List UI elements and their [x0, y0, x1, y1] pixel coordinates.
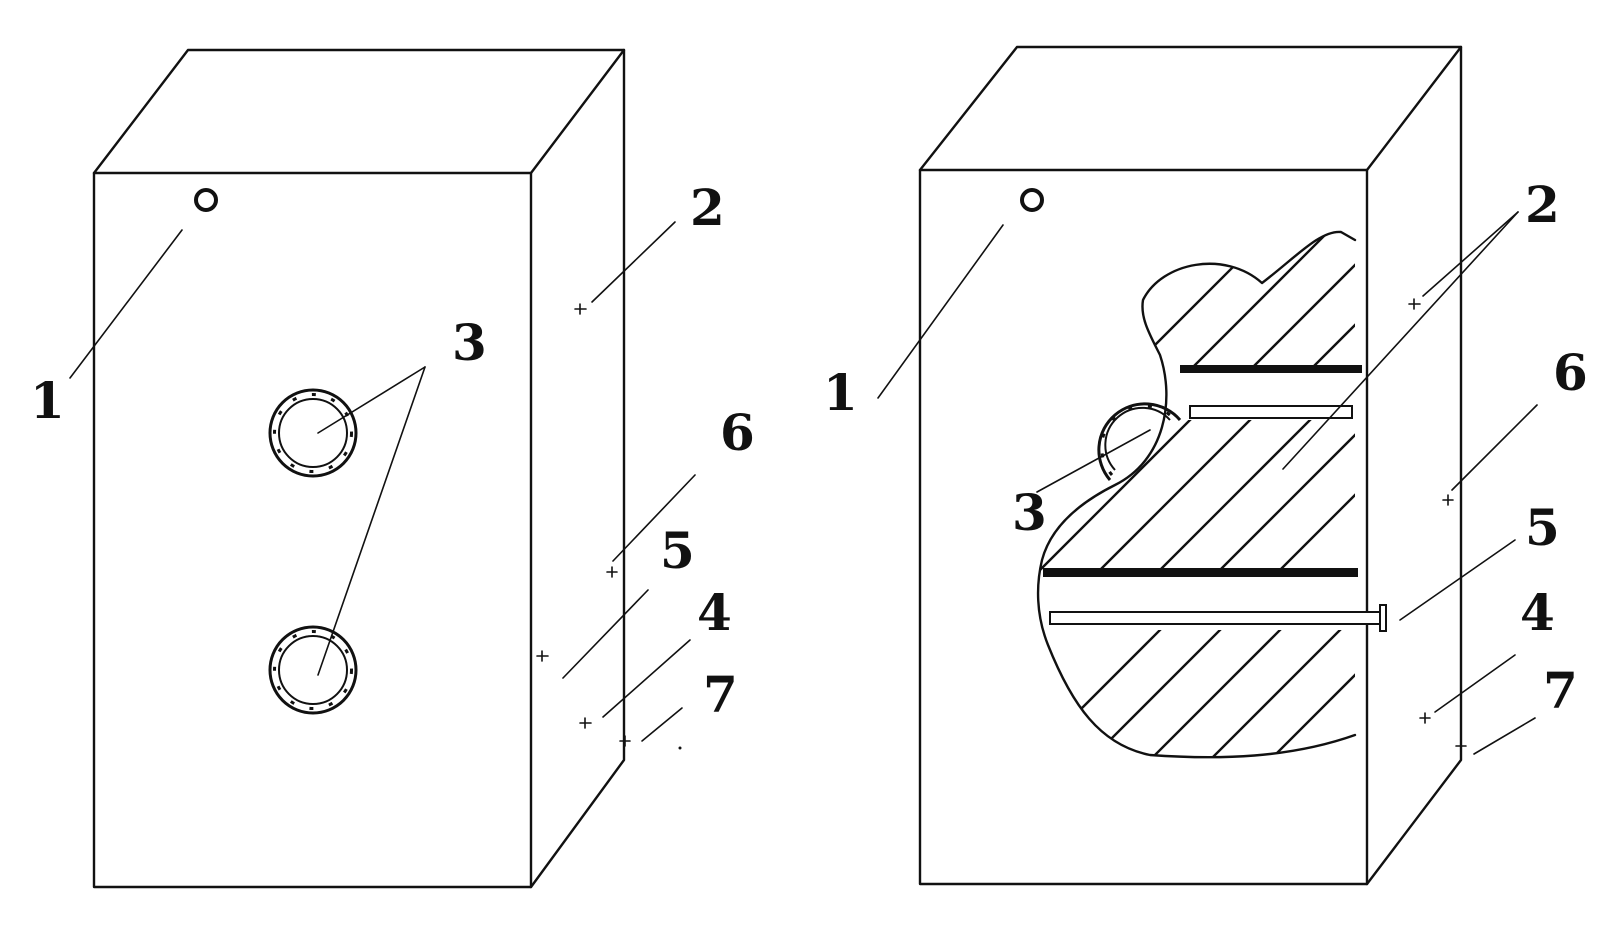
leader-line-3b: [317, 366, 426, 676]
label-6: 6: [1553, 343, 1588, 402]
label-1: 1: [30, 371, 65, 430]
left-hole-1: [194, 188, 218, 212]
sensor-mark-5: [536, 650, 549, 662]
leader-line-5: [1399, 539, 1516, 621]
sensor-mark-2: [574, 303, 587, 315]
label-6: 6: [720, 403, 755, 462]
label-5: 5: [660, 521, 695, 580]
sensor-mark-4: [579, 717, 592, 729]
right-side-face: [1365, 45, 1463, 886]
window-inner-ring: [278, 635, 348, 705]
leader-line-3: [1036, 429, 1151, 493]
leader-line-6: [1451, 404, 1538, 491]
right-hole-1: [1020, 188, 1044, 212]
right-box: [918, 45, 1463, 886]
leader-line-7: [1473, 717, 1536, 755]
label-3: 3: [452, 313, 487, 372]
left-labels: 1 2 3 6 5 4 7: [30, 178, 755, 724]
sensor-mark-6: [606, 566, 618, 578]
leader-line-1: [69, 229, 183, 379]
window-outer-ring: [1097, 402, 1182, 481]
label-2: 2: [690, 178, 725, 237]
left-window-lower: [268, 625, 358, 715]
label-3: 3: [1012, 483, 1047, 542]
hole-icon: [1020, 188, 1044, 212]
leader-line-3a: [317, 366, 426, 434]
bolt-ring-icon: [273, 630, 353, 710]
right-top-face: [918, 45, 1463, 172]
leader-line-5: [562, 589, 649, 679]
label-4: 4: [1520, 583, 1555, 642]
rod-end-cap: [1379, 604, 1387, 632]
leader-line-4: [1434, 654, 1516, 713]
leader-line-6: [612, 474, 696, 562]
hole-icon: [194, 188, 218, 212]
left-side-face: [529, 48, 626, 889]
cutaway-section: [1036, 230, 1387, 759]
label-5: 5: [1525, 498, 1560, 557]
right-figure: 1 2 3 6 5 4 7: [823, 45, 1588, 886]
left-box: [92, 48, 626, 889]
rod-upper: [1189, 405, 1353, 419]
label-4: 4: [697, 583, 732, 642]
right-window: [1097, 402, 1182, 481]
sensor-mark-7: [619, 735, 631, 747]
left-leaders: [69, 221, 696, 742]
label-2: 2: [1525, 175, 1560, 234]
leader-line-7: [641, 707, 683, 742]
leader-line-2a: [1422, 211, 1519, 297]
window-outer-ring: [268, 625, 358, 715]
sensor-mark-2: [1408, 298, 1421, 310]
sensor-mark-7: [1455, 740, 1467, 752]
left-front-face: [92, 171, 533, 889]
label-7: 7: [1543, 661, 1578, 720]
dot-mark: [678, 746, 682, 750]
right-labels: 1 2 3 6 5 4 7: [823, 175, 1588, 720]
shelf-upper: [1180, 365, 1362, 373]
left-figure: 1 2 3 6 5 4 7: [30, 48, 755, 889]
label-1: 1: [823, 363, 858, 422]
sensor-mark-4: [1419, 712, 1431, 724]
window-outer-ring: [268, 388, 358, 478]
left-window-upper: [268, 388, 358, 478]
leader-line-2: [591, 221, 676, 303]
label-7: 7: [703, 665, 738, 724]
leader-line-1: [877, 224, 1004, 399]
left-top-face: [92, 48, 626, 175]
sensor-mark-6: [1442, 494, 1454, 506]
right-front-face: [918, 168, 1369, 886]
right-leaders: [877, 211, 1538, 755]
window-inner-ring: [1104, 406, 1171, 471]
left-sensor-marks: [536, 303, 682, 750]
right-sensor-marks: [1408, 298, 1467, 752]
bolt-ring-icon: [273, 393, 353, 473]
window-inner-ring: [278, 398, 348, 468]
rod-lower: [1049, 611, 1381, 625]
shelf-lower: [1043, 568, 1358, 577]
leader-line-4: [602, 639, 691, 718]
leader-line-2b: [1282, 211, 1519, 470]
cutaway-outline: [1036, 230, 1357, 759]
